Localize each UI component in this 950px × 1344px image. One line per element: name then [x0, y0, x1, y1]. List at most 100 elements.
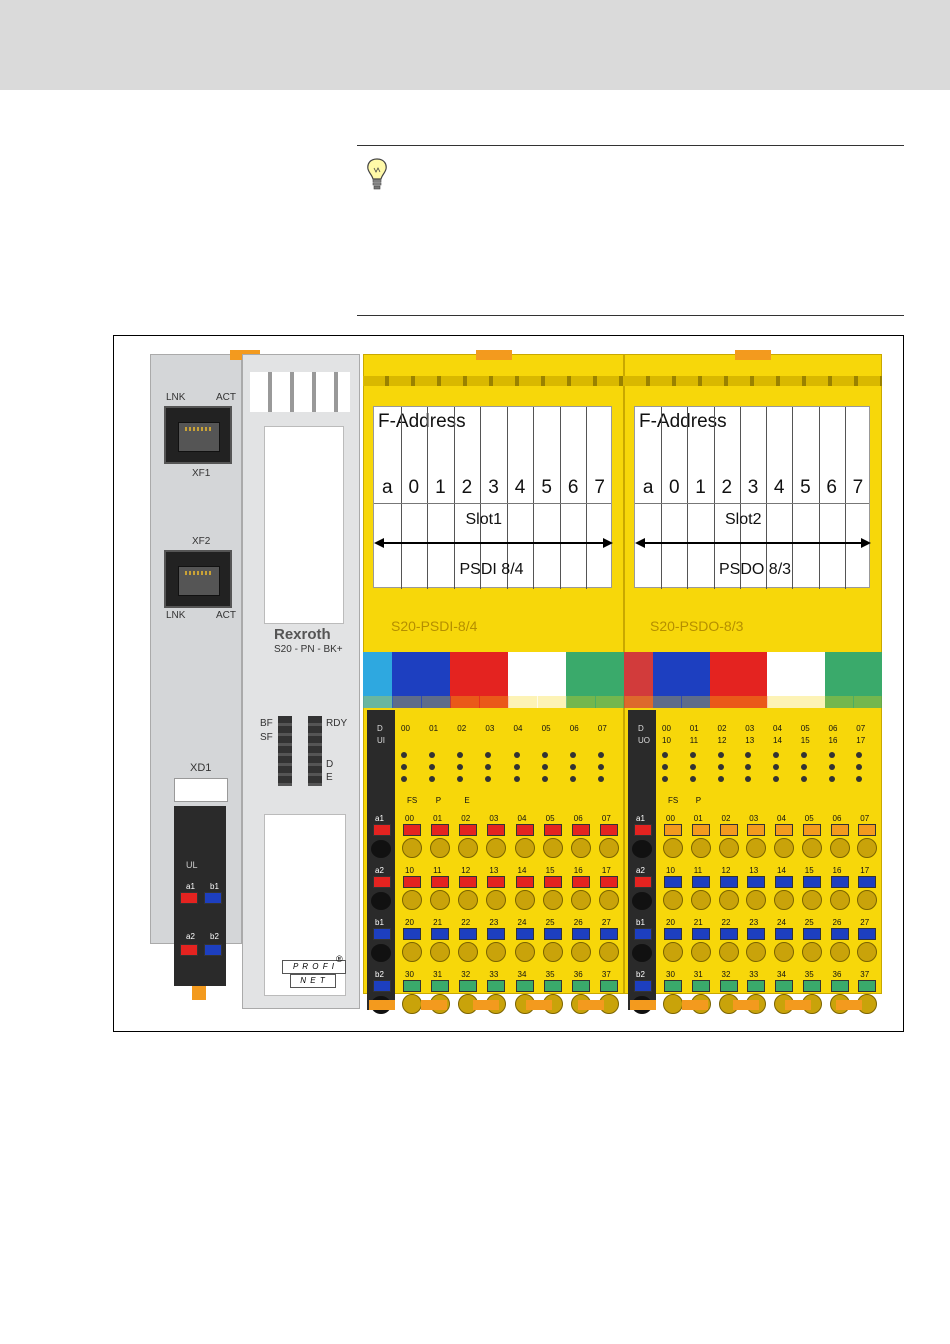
terminal-pin-left[interactable]	[373, 980, 391, 992]
terminal-hole[interactable]	[663, 838, 683, 858]
terminal-pin[interactable]	[515, 928, 534, 940]
terminal-hole[interactable]	[663, 890, 683, 910]
terminal-hole[interactable]	[718, 890, 739, 910]
terminal-pin[interactable]	[747, 928, 766, 940]
terminal-pin[interactable]	[691, 824, 710, 836]
terminal-hole[interactable]	[774, 942, 794, 962]
terminal-pin[interactable]	[403, 876, 421, 888]
address-digit-6[interactable]: 6	[567, 477, 579, 498]
address-digit-4[interactable]: 4	[773, 477, 785, 498]
terminal-pin[interactable]	[775, 980, 793, 992]
terminal-hole[interactable]	[718, 942, 739, 962]
terminal-pin[interactable]	[403, 980, 421, 992]
terminal-hole[interactable]	[857, 942, 878, 962]
address-digit-a[interactable]: a	[642, 477, 654, 498]
terminal-hole[interactable]	[663, 994, 683, 1014]
terminal-hole[interactable]	[486, 838, 507, 858]
terminal-hole[interactable]	[598, 942, 619, 962]
terminal-hole[interactable]	[746, 942, 767, 962]
terminal-hole[interactable]	[857, 838, 878, 858]
terminal-pin[interactable]	[599, 928, 618, 940]
address-digit-2[interactable]: 2	[461, 477, 473, 498]
terminal-hole[interactable]	[514, 942, 535, 962]
terminal-pin[interactable]	[403, 824, 421, 836]
address-digit-7[interactable]: 7	[594, 477, 605, 498]
address-digit-5[interactable]: 5	[800, 477, 811, 498]
supply-pin-a2[interactable]	[180, 944, 198, 956]
terminal-pin[interactable]	[459, 876, 478, 888]
terminal-hole[interactable]	[430, 838, 451, 858]
terminal-pin[interactable]	[664, 876, 682, 888]
terminal-pin[interactable]	[830, 928, 849, 940]
terminal-hole[interactable]	[774, 838, 794, 858]
address-digit-3[interactable]: 3	[747, 477, 759, 498]
terminal-hole[interactable]	[430, 942, 451, 962]
terminal-pin-left[interactable]	[634, 928, 652, 940]
terminal-pin[interactable]	[719, 876, 738, 888]
terminal-hole[interactable]	[542, 942, 563, 962]
terminal-pin[interactable]	[858, 876, 877, 888]
terminal-hole[interactable]	[829, 838, 850, 858]
terminal-pin[interactable]	[571, 876, 590, 888]
terminal-pin[interactable]	[802, 824, 821, 836]
terminal-pin-left[interactable]	[373, 876, 391, 888]
terminal-pin[interactable]	[802, 876, 821, 888]
terminal-hole[interactable]	[598, 890, 619, 910]
terminal-pin[interactable]	[403, 928, 421, 940]
address-digit-0[interactable]: 0	[408, 477, 420, 498]
terminal-hole-left[interactable]	[371, 840, 391, 858]
terminal-pin[interactable]	[719, 980, 738, 992]
terminal-pin[interactable]	[664, 928, 682, 940]
terminal-hole[interactable]	[663, 942, 683, 962]
terminal-pin[interactable]	[664, 980, 682, 992]
terminal-hole[interactable]	[746, 838, 767, 858]
terminal-pin[interactable]	[515, 980, 534, 992]
address-digit-6[interactable]: 6	[826, 477, 837, 498]
terminal-pin[interactable]	[830, 980, 849, 992]
terminal-pin[interactable]	[775, 824, 793, 836]
terminal-hole[interactable]	[402, 942, 422, 962]
module-left-connector[interactable]	[628, 710, 656, 1010]
terminal-hole[interactable]	[718, 838, 739, 858]
address-digit-4[interactable]: 4	[514, 477, 526, 498]
terminal-pin[interactable]	[691, 980, 710, 992]
terminal-pin[interactable]	[431, 824, 450, 836]
terminal-hole[interactable]	[857, 890, 878, 910]
address-digit-1[interactable]: 1	[435, 477, 446, 498]
terminal-pin[interactable]	[858, 928, 877, 940]
terminal-pin[interactable]	[543, 980, 562, 992]
terminal-hole[interactable]	[570, 838, 591, 858]
terminal-hole[interactable]	[514, 838, 535, 858]
terminal-hole[interactable]	[542, 890, 563, 910]
terminal-hole-left[interactable]	[371, 892, 391, 910]
terminal-pin[interactable]	[719, 824, 738, 836]
terminal-hole-left[interactable]	[632, 944, 652, 962]
terminal-hole[interactable]	[458, 942, 479, 962]
supply-pin-b2[interactable]	[204, 944, 222, 956]
terminal-pin[interactable]	[431, 876, 450, 888]
terminal-pin[interactable]	[664, 824, 682, 836]
terminal-hole[interactable]	[402, 890, 422, 910]
terminal-pin[interactable]	[571, 824, 590, 836]
terminal-hole-left[interactable]	[632, 840, 652, 858]
xf2-ethernet-port[interactable]	[164, 550, 232, 608]
terminal-pin[interactable]	[830, 824, 849, 836]
address-digit-5[interactable]: 5	[541, 477, 552, 498]
terminal-hole[interactable]	[690, 838, 711, 858]
terminal-pin[interactable]	[487, 928, 506, 940]
terminal-pin[interactable]	[459, 980, 478, 992]
terminal-hole[interactable]	[514, 890, 535, 910]
address-digit-7[interactable]: 7	[852, 477, 864, 498]
terminal-pin[interactable]	[543, 876, 562, 888]
terminal-pin-left[interactable]	[373, 928, 391, 940]
terminal-pin[interactable]	[830, 876, 849, 888]
terminal-pin-left[interactable]	[634, 980, 652, 992]
terminal-pin[interactable]	[747, 980, 766, 992]
terminal-pin[interactable]	[487, 980, 506, 992]
terminal-pin[interactable]	[858, 980, 877, 992]
terminal-pin[interactable]	[719, 928, 738, 940]
address-digit-0[interactable]: 0	[669, 477, 680, 498]
terminal-pin[interactable]	[599, 980, 618, 992]
terminal-pin[interactable]	[571, 928, 590, 940]
terminal-pin[interactable]	[571, 980, 590, 992]
